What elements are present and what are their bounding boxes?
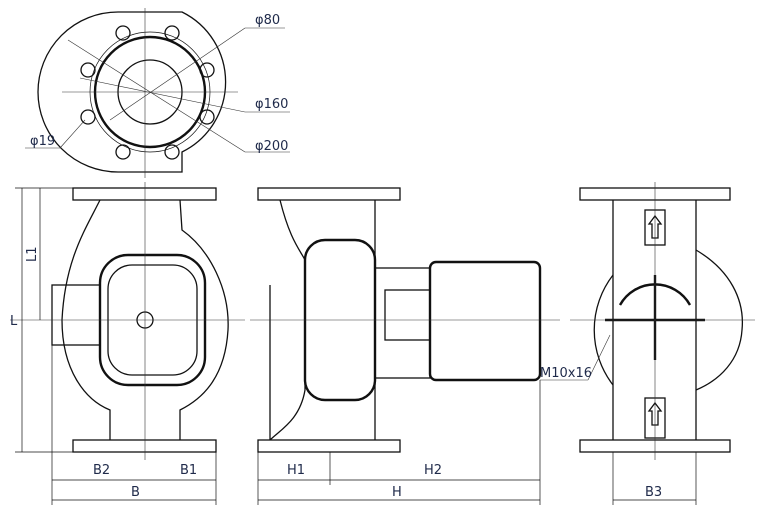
dim-B3: B3: [645, 485, 662, 500]
dim-d200: φ200: [255, 139, 288, 154]
top-flange: [72, 187, 217, 201]
bolt-holes: [80, 25, 215, 160]
adapter: [374, 267, 431, 379]
motor-body: [428, 260, 542, 382]
rear-view: M10x16 B3: [540, 182, 755, 505]
bottom-flange: [257, 439, 401, 453]
flange-outline: [37, 11, 227, 173]
dim-L: L: [10, 314, 18, 329]
flange-view: φ80 φ160 φ200 φ19: [25, 8, 290, 178]
dim-H1: H1: [287, 463, 305, 478]
dim-d19: φ19: [30, 134, 55, 149]
dim-L1: L1: [25, 246, 40, 262]
dim-H2: H2: [424, 463, 442, 478]
top-flange: [257, 187, 401, 201]
dim-d80: φ80: [255, 13, 280, 28]
dim-B1: B1: [180, 463, 197, 478]
dim-d160: φ160: [255, 97, 288, 112]
front-view: L L1 B2 B1 B: [10, 182, 245, 505]
dim-B2: B2: [93, 463, 110, 478]
dim-H: H: [392, 485, 402, 500]
dim-M10x16: M10x16: [540, 366, 592, 381]
side-view: H1 H2 H: [250, 187, 560, 505]
terminal-box: [51, 284, 101, 346]
dim-B: B: [131, 485, 140, 500]
bottom-flange: [72, 439, 217, 453]
